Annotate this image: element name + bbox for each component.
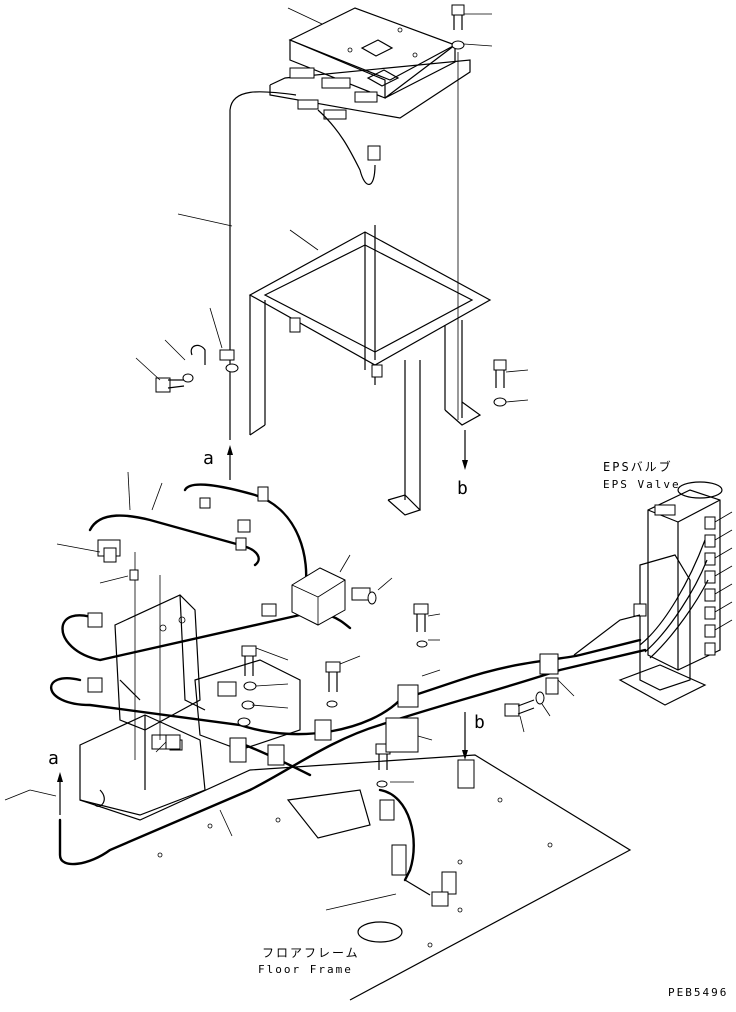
left-bracket — [79, 552, 206, 816]
harness-clamps — [267, 653, 559, 821]
drawing-code: PEB5496 — [668, 986, 729, 999]
marker-b-bottom: b — [474, 712, 485, 733]
floor-post — [325, 844, 457, 911]
eps-valve-label-en: EPS Valve — [603, 478, 681, 491]
eps-valve-assembly — [573, 481, 733, 706]
stand-bolt-right — [493, 359, 529, 407]
marker-a-top: a — [203, 448, 214, 469]
floor-frame-label-en: Floor Frame — [258, 963, 353, 976]
marker-a-bottom: a — [48, 748, 59, 769]
floor-frame — [79, 754, 632, 1001]
eps-valve-label-jp: EPSバルブ — [603, 460, 673, 474]
marker-b-top: b — [457, 478, 468, 499]
clamp-bolt-left — [135, 307, 239, 393]
relay-block — [291, 554, 393, 626]
floor-bolts — [155, 603, 551, 788]
controller-bolt — [451, 4, 493, 420]
controller-unit — [269, 7, 471, 161]
center-bracket — [194, 645, 301, 763]
wire-harness — [50, 483, 647, 882]
stand-frame — [248, 225, 492, 516]
floor-frame-label-jp: フロアフレーム — [262, 946, 360, 960]
